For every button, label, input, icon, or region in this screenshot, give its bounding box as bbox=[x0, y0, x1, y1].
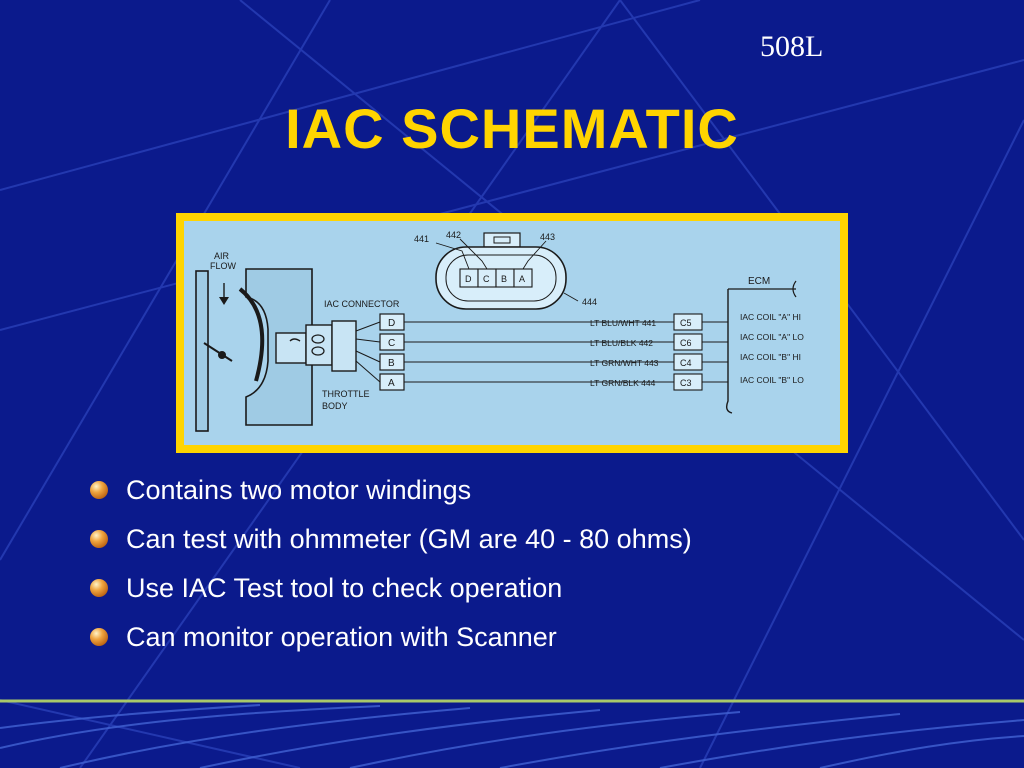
bullet-sphere-icon bbox=[90, 530, 108, 548]
wire-441-label: LT BLU/WHT 441 bbox=[590, 318, 656, 328]
iac-valve bbox=[275, 320, 357, 372]
ecm-pin-c6: C6 bbox=[680, 338, 692, 348]
bullet-item: Contains two motor windings bbox=[90, 470, 692, 519]
ecm-boundary bbox=[725, 289, 733, 414]
slide-number: 508L bbox=[760, 30, 824, 63]
throttle-plate bbox=[203, 342, 233, 362]
bullet-text: Use IAC Test tool to check operation bbox=[126, 573, 563, 603]
ecm-function-a-hi: IAC COIL "A" HI bbox=[740, 312, 801, 322]
ecm-label: ECM bbox=[748, 276, 770, 287]
throttle-body-label-line1: THROTTLE bbox=[322, 389, 370, 399]
bullet-sphere-icon bbox=[90, 481, 108, 499]
circuit-442-label: 442 bbox=[446, 230, 461, 240]
ecm-function-b-hi: IAC COIL "B" HI bbox=[740, 352, 801, 362]
air-flow-label-line1: AIR bbox=[214, 251, 230, 261]
schematic-frame: AIR FLOW IAC CONNECTOR THROTTLE BODY D C… bbox=[176, 213, 848, 453]
slide-title: IAC SCHEMATIC bbox=[285, 97, 739, 160]
throttle-shaft bbox=[218, 351, 226, 359]
bullet-text: Contains two motor windings bbox=[126, 475, 472, 505]
iac-pin-a: A bbox=[388, 378, 395, 389]
harness-wires bbox=[404, 321, 728, 383]
ecm-pin-boxes bbox=[673, 313, 703, 391]
bullet-sphere-icon bbox=[90, 628, 108, 646]
iac-coil-windings bbox=[311, 334, 325, 356]
top-pin-d: D bbox=[465, 274, 472, 284]
ecm-pin-c5: C5 bbox=[680, 318, 692, 328]
circuit-leader-lines bbox=[435, 238, 579, 302]
ecm-break-mark bbox=[792, 280, 797, 298]
circuit-441-label: 441 bbox=[414, 234, 429, 244]
ecm-pin-c3: C3 bbox=[680, 378, 692, 388]
bullet-list: Contains two motor windings Can test wit… bbox=[90, 470, 692, 666]
bullet-sphere-icon bbox=[90, 579, 108, 597]
bullet-item: Can test with ohmmeter (GM are 40 - 80 o… bbox=[90, 519, 692, 568]
bullet-text: Can test with ohmmeter (GM are 40 - 80 o… bbox=[126, 524, 692, 554]
throttle-body-label-line2: BODY bbox=[322, 401, 348, 411]
iac-pin-d: D bbox=[388, 318, 395, 329]
iac-connector-label: IAC CONNECTOR bbox=[324, 299, 400, 309]
top-connector bbox=[435, 232, 567, 310]
bullet-item: Can monitor operation with Scanner bbox=[90, 617, 692, 666]
air-flow-arrowhead bbox=[219, 297, 229, 305]
iac-connector: D C B A bbox=[379, 313, 405, 391]
air-flow-label-line2: FLOW bbox=[210, 261, 237, 271]
iac-schematic-diagram: AIR FLOW IAC CONNECTOR THROTTLE BODY D C… bbox=[184, 221, 840, 445]
ecm-function-a-lo: IAC COIL "A" LO bbox=[740, 332, 804, 342]
top-pin-a: A bbox=[519, 274, 525, 284]
iac-pin-c: C bbox=[388, 338, 395, 349]
circuit-444-label: 444 bbox=[582, 297, 597, 307]
wire-442-label: LT BLU/BLK 442 bbox=[590, 338, 653, 348]
ecm-function-b-lo: IAC COIL "B" LO bbox=[740, 375, 804, 385]
top-pin-c: C bbox=[483, 274, 490, 284]
plug-to-connector-leads bbox=[355, 321, 381, 383]
bullet-text: Can monitor operation with Scanner bbox=[126, 622, 557, 652]
circuit-443-label: 443 bbox=[540, 232, 555, 242]
wire-444-label: LT GRN/BLK 444 bbox=[590, 378, 656, 388]
top-pin-b: B bbox=[501, 274, 507, 284]
ecm-pin-c4: C4 bbox=[680, 358, 692, 368]
iac-pin-b: B bbox=[388, 358, 395, 369]
bullet-item: Use IAC Test tool to check operation bbox=[90, 568, 692, 617]
wire-443-label: LT GRN/WHT 443 bbox=[590, 358, 659, 368]
